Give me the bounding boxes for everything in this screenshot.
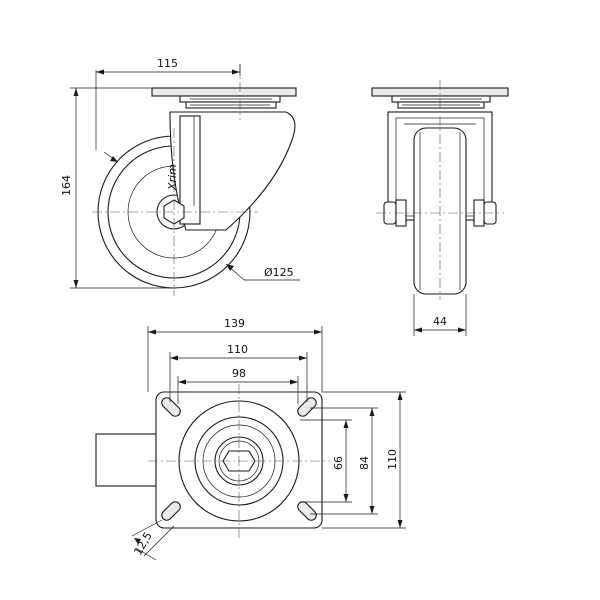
dim-slot-width: 12,5 <box>131 530 155 558</box>
slot-bottom-left <box>161 501 181 521</box>
side-view: Xrim 115 164 Ø125 <box>60 57 300 296</box>
side-top-plate <box>151 87 297 97</box>
dim-side-height: 164 <box>60 175 73 196</box>
slot-bottom-right <box>297 501 317 521</box>
dim-top-hole-spacing-inner: 98 <box>232 367 246 380</box>
slot-top-right <box>297 397 317 417</box>
slot-top-left <box>161 397 181 417</box>
dim-right-84: 84 <box>358 456 371 470</box>
dim-wheel-diameter: Ø125 <box>264 266 294 279</box>
dim-front-width: 44 <box>433 315 447 328</box>
dim-top-hole-spacing-outer: 110 <box>227 343 248 356</box>
dim-right-66: 66 <box>332 456 345 470</box>
dim-top-width-total: 139 <box>224 317 245 330</box>
top-view: 139 110 98 66 84 110 <box>95 317 406 561</box>
mounting-slots <box>161 397 317 521</box>
top-wheel-stub <box>95 433 157 487</box>
side-fork-leg <box>179 115 201 225</box>
dim-right-110: 110 <box>386 449 399 470</box>
wheel-marking: Xrim <box>166 164 179 191</box>
dim-side-width: 115 <box>157 57 178 70</box>
front-view: 44 <box>371 80 509 336</box>
